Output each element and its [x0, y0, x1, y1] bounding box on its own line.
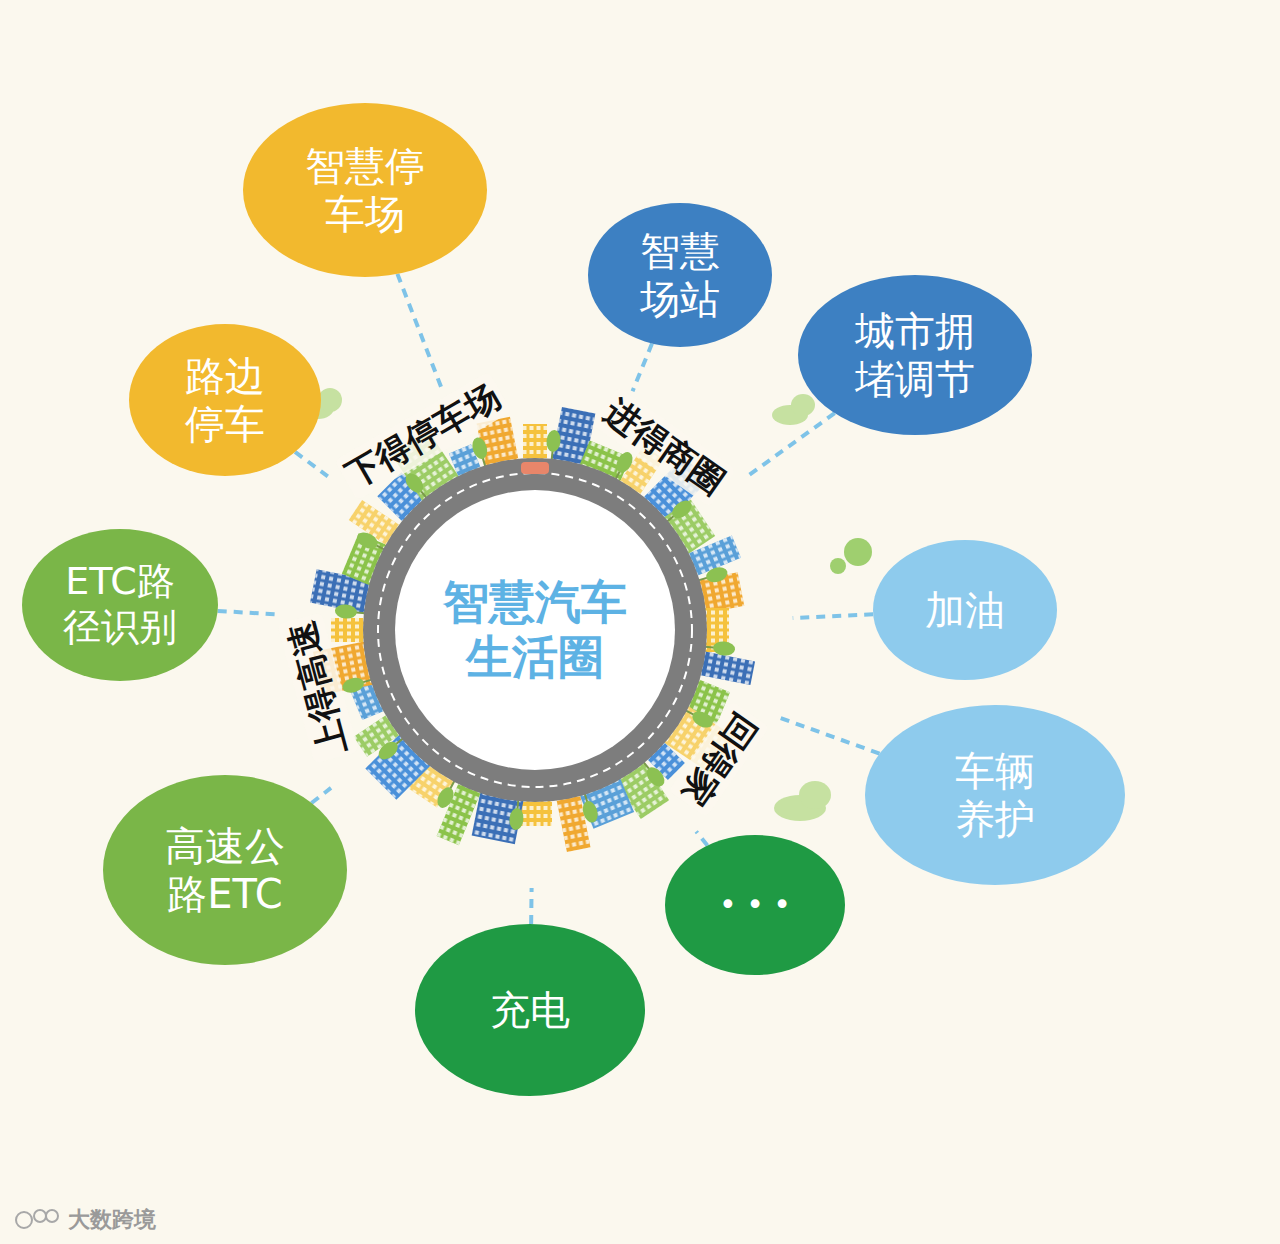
- topic-ellipse: 城市拥堵调节: [798, 275, 1032, 435]
- topic-label: 智慧场站: [636, 227, 724, 323]
- car: [521, 462, 549, 474]
- topic-ellipse: 车辆养护: [865, 705, 1125, 885]
- dashed-connector: [778, 717, 880, 753]
- topic-label: ETC路径识别: [57, 559, 182, 650]
- ellipse-fill: [243, 103, 487, 277]
- tree: [334, 603, 368, 620]
- dashed-connector: [696, 831, 707, 845]
- ellipse-shape: [798, 275, 1032, 435]
- ellipse-shape: [588, 203, 772, 347]
- tree: [508, 797, 525, 831]
- ellipse-shape: [865, 705, 1125, 885]
- topic-label: 车辆养护: [951, 747, 1039, 843]
- topic-ellipse: 路边停车: [129, 324, 321, 476]
- topic-label: 智慧停车场: [301, 142, 429, 238]
- topic-label: 路边停车: [181, 352, 269, 448]
- ellipse-fill: [103, 775, 347, 965]
- tree: [544, 429, 561, 463]
- tree: [702, 639, 736, 656]
- dashed-connector: [295, 452, 328, 476]
- topic-ellipse: 智慧停车场: [243, 103, 487, 277]
- topic-label: 高速公路ETC: [159, 822, 291, 918]
- dashed-connector: [633, 344, 652, 392]
- dashed-connector: [744, 413, 835, 479]
- dashed-connector: [397, 274, 442, 389]
- dashed-connector: [793, 614, 873, 618]
- ellipse-shape: [243, 103, 487, 277]
- topic-label: 加油: [921, 586, 1009, 634]
- ellipse-fill: [129, 324, 321, 476]
- lane-marking: [378, 473, 692, 787]
- topic-ellipse: • • •: [665, 835, 845, 975]
- topic-label: • • •: [703, 887, 808, 923]
- hub-disc: [395, 490, 675, 770]
- ellipse-fill: [588, 203, 772, 347]
- ellipse-fill: [873, 540, 1057, 680]
- topic-ellipse: 智慧场站: [588, 203, 772, 347]
- topic-label: 城市拥堵调节: [851, 307, 979, 403]
- ellipse-fill: [798, 275, 1032, 435]
- ellipse-fill: [22, 529, 218, 681]
- ellipse-fill: [865, 705, 1125, 885]
- watermark: 大数跨境: [64, 1205, 160, 1235]
- ellipse-shape: [129, 324, 321, 476]
- ellipse-shape: [103, 775, 347, 965]
- dashed-connector: [218, 611, 278, 615]
- dashed-connector: [529, 888, 533, 924]
- dashed-connector: [312, 788, 331, 803]
- hub-title: 智慧汽车 生活圈: [436, 575, 634, 685]
- ring-road: [363, 458, 707, 802]
- topic-ellipse: 加油: [873, 540, 1057, 680]
- topic-label: 充电: [486, 986, 574, 1034]
- topic-ellipse: ETC路径识别: [22, 529, 218, 681]
- leaf-dots: [830, 538, 872, 574]
- watermark-logo: [16, 1210, 58, 1228]
- topic-ellipse: 高速公路ETC: [103, 775, 347, 965]
- ellipse-fill: [415, 924, 645, 1096]
- ellipse-fill: [665, 835, 845, 975]
- topic-ellipse: 充电: [415, 924, 645, 1096]
